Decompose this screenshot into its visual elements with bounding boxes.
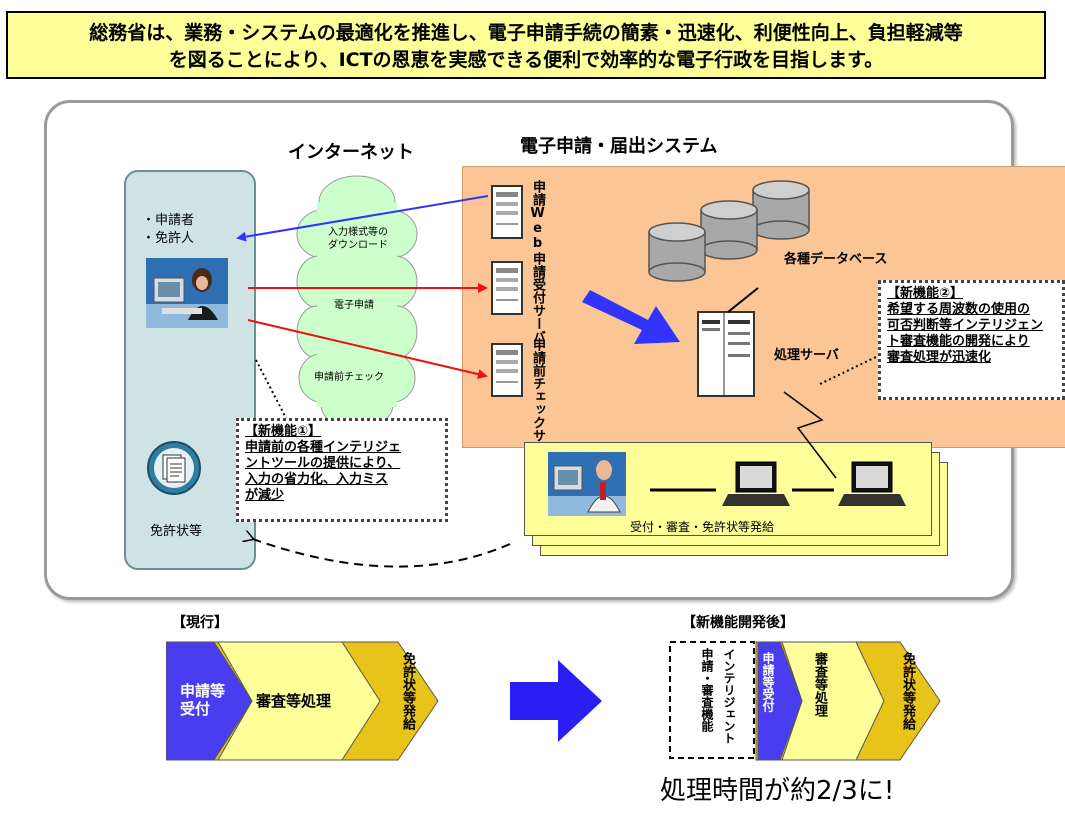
current-flow-chevrons <box>166 641 439 761</box>
applicant-line-1: ・申請者 <box>142 213 195 228</box>
new-function-2-line-2: 可否判断等インテリジェン <box>887 318 1044 333</box>
license-document-icon <box>147 441 201 495</box>
header-line-2: を図ることにより、ICTの恩恵を実感できる便利で効率的な電子行政を目指します。 <box>168 49 884 71</box>
current-step-receive: 申請等受付 <box>180 682 226 718</box>
cloud-download-label: 入力様式等の ダウンロード <box>322 226 394 252</box>
current-flow-label: 【現行】 <box>172 615 228 631</box>
result-text: 処理時間が約2/3に! <box>660 776 895 806</box>
new-function-2-title: 【新機能②】 <box>887 286 964 301</box>
database-label: 各種データベース <box>784 252 888 267</box>
header-line-1: 総務省は、業務・システムの最適化を推進し、電子申請手続の簡素・迅速化、利便性向上… <box>89 22 963 44</box>
cloud-apply-label: 電子申請 <box>334 300 374 311</box>
applicant-line-2: ・免許人 <box>142 231 195 246</box>
new-function-1-line-2: ントツールの提供により、 <box>245 456 401 471</box>
receive-server-icon <box>491 261 523 315</box>
office-worker-icon <box>548 452 626 516</box>
after-step-review: 審査等処理 <box>812 652 827 717</box>
new-function-1-line-3: 入力の省力化、入力ミス <box>245 472 389 487</box>
new-function-2-line-3: ト審査機能の開発により <box>887 334 1030 349</box>
new-function-1-callout: 【新機能①】 申請前の各種インテリジェ ントツールの提供により、 入力の省力化、… <box>236 418 448 522</box>
after-flow-label: 【新機能開発後】 <box>682 615 794 631</box>
web-server-icon <box>491 185 523 239</box>
internet-label: インターネット <box>288 142 414 163</box>
new-function-1-title: 【新機能①】 <box>245 424 322 439</box>
applicant-column <box>124 170 256 570</box>
after-intel-line-1: インテリジェント <box>722 648 736 744</box>
office-label: 受付・審査・免許状等発給 <box>630 520 775 534</box>
applicant-person-icon <box>146 258 228 328</box>
receive-server-label: 申請受付サーバ <box>530 252 545 343</box>
after-flow-chevrons <box>669 641 941 761</box>
header-banner: 総務省は、業務・システムの最適化を推進し、電子申請手続の簡素・迅速化、利便性向上… <box>6 11 1046 79</box>
license-label: 免許状等 <box>150 524 203 539</box>
after-step-receive: 申請等受付 <box>761 652 775 712</box>
new-function-1-line-4: が減少 <box>245 488 285 503</box>
web-server-label: 申請Web <box>530 180 545 251</box>
cloud-download-line-2: ダウンロード <box>328 240 388 251</box>
current-step-review: 審査等処理 <box>256 692 332 710</box>
cloud-download-line-1: 入力様式等の <box>328 227 388 238</box>
precheck-server-icon <box>491 343 523 397</box>
applicant-label: ・申請者 ・免許人 <box>142 212 194 248</box>
after-intel-line-2: 申請・審査機能 <box>700 648 714 732</box>
current-step-issue: 免許状等発給 <box>400 652 415 730</box>
transition-arrow-icon <box>510 660 602 742</box>
cloud-precheck-label: 申請前チェック <box>314 372 384 383</box>
database-icon <box>648 180 810 282</box>
new-function-2-line-4: 審査処理が迅速化 <box>887 350 992 365</box>
new-function-2-line-1: 希望する周波数の使用の <box>887 302 1031 317</box>
processing-server-icon <box>697 311 755 397</box>
system-title: 電子申請・届出システム <box>520 136 718 157</box>
processing-server-label: 処理サーバ <box>774 348 839 363</box>
new-function-1-line-1: 申請前の各種インテリジェ <box>245 440 402 455</box>
office-network-icon <box>650 461 906 506</box>
new-function-2-callout: 【新機能②】 希望する周波数の使用の 可否判断等インテリジェン ト審査機能の開発… <box>878 280 1065 400</box>
after-step-issue: 免許状等発給 <box>900 652 915 730</box>
